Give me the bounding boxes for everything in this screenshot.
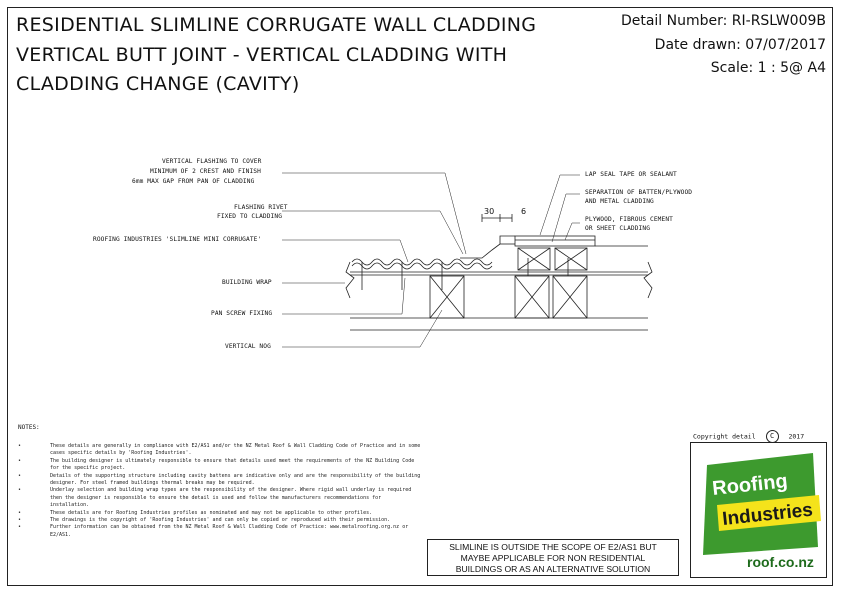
note-text: These details are generally in complianc…	[50, 443, 421, 457]
bullet-icon: •	[18, 487, 22, 494]
date-drawn: Date drawn: 07/07/2017	[654, 37, 826, 53]
dimension-6: 6	[521, 207, 527, 216]
note-text: The building designer is ultimately resp…	[50, 457, 415, 472]
label-separation-1: SEPARATION OF BATTEN/PLYWOOD	[585, 189, 693, 196]
label-mini-corrugate: ROOFING INDUSTRIES 'SLIMLINE MINI CORRUG…	[93, 236, 262, 243]
label-flashing-cover-1: VERTICAL FLASHING TO COVER	[162, 158, 262, 165]
note-text: The drawings is the copyright of 'Roofin…	[50, 517, 391, 524]
logo-box: Roofing Industries roof.co.nz	[690, 442, 827, 578]
copyright-label: Copyright detail	[693, 432, 756, 441]
label-flashing-rivet-1: FLASHING RIVET	[234, 204, 288, 211]
label-flashing-rivet-2: FIXED TO CLADDING	[217, 213, 283, 220]
disclaimer-line-3: BUILDINGS OR AS AN ALTERNATIVE SOLUTION	[455, 564, 651, 574]
note-text: Details of the supporting structure incl…	[50, 472, 421, 487]
label-pan-screw: PAN SCREW FIXING	[211, 310, 273, 317]
logo-url: roof.co.nz	[747, 554, 814, 570]
scale: Scale: 1 : 5@ A4	[710, 60, 826, 76]
label-flashing-cover-2: MINIMUM OF 2 CREST AND FINISH	[150, 168, 261, 175]
note-item: • Further information can be obtained fro…	[18, 524, 423, 539]
bullet-icon: •	[18, 472, 22, 479]
label-flashing-cover-3: 6mm MAX GAP FROM PAN OF CLADDING	[132, 178, 255, 185]
detail-number: Detail Number: RI-RSLW009B	[620, 13, 826, 29]
label-separation-2: AND METAL CLADDING	[585, 198, 654, 205]
bullet-icon: •	[18, 517, 22, 524]
note-item: • These details are generally in complian…	[18, 443, 423, 458]
notes-title: NOTES:	[18, 424, 40, 431]
bullet-icon: •	[18, 443, 22, 449]
bullet-icon: •	[18, 457, 22, 464]
scope-disclaimer: SLIMLINE IS OUTSIDE THE SCOPE OF E2/AS1 …	[427, 539, 679, 576]
label-building-wrap: BUILDING WRAP	[222, 279, 272, 286]
note-text: Further information can be obtained from…	[50, 524, 409, 538]
note-item: • Underlay selection and building wrap ty…	[18, 487, 423, 509]
bullet-icon: •	[18, 524, 22, 531]
bullet-icon: •	[18, 509, 22, 516]
note-text: Underlay selection and building wrap typ…	[50, 487, 412, 509]
notes-list: • These details are generally in complian…	[18, 443, 423, 539]
note-item: • The building designer is ultimately res…	[18, 458, 423, 473]
note-item: • Details of the supporting structure inc…	[18, 473, 423, 488]
label-plywood-2: OR SHEET CLADDING	[585, 225, 651, 232]
disclaimer-line-1: SLIMLINE IS OUTSIDE THE SCOPE OF E2/AS1 …	[449, 542, 657, 552]
title-line-3: CLADDING CHANGE (CAVITY)	[16, 73, 300, 95]
roofing-industries-logo: Roofing Industries roof.co.nz	[703, 453, 821, 570]
label-plywood-1: PLYWOOD, FIBROUS CEMENT	[585, 216, 673, 223]
drawing-sheet-border	[7, 7, 833, 586]
note-item: • The drawings is the copyright of 'Roofi…	[18, 517, 423, 524]
note-item: • These details are for Roofing Industrie…	[18, 510, 423, 517]
title-line-2: VERTICAL BUTT JOINT - VERTICAL CLADDING …	[16, 44, 508, 66]
label-vertical-nog: VERTICAL NOG	[225, 343, 271, 350]
copyright-year: 2017	[788, 432, 805, 441]
title-line-1: RESIDENTIAL SLIMLINE CORRUGATE WALL CLAD…	[16, 14, 537, 36]
label-lap-seal: LAP SEAL TAPE OR SEALANT	[585, 171, 677, 178]
note-text: These details are for Roofing Industries…	[50, 509, 373, 516]
disclaimer-line-2: MAYBE APPLICABLE FOR NON RESIDENTIAL	[460, 553, 646, 563]
dimension-30: 30	[484, 207, 495, 216]
